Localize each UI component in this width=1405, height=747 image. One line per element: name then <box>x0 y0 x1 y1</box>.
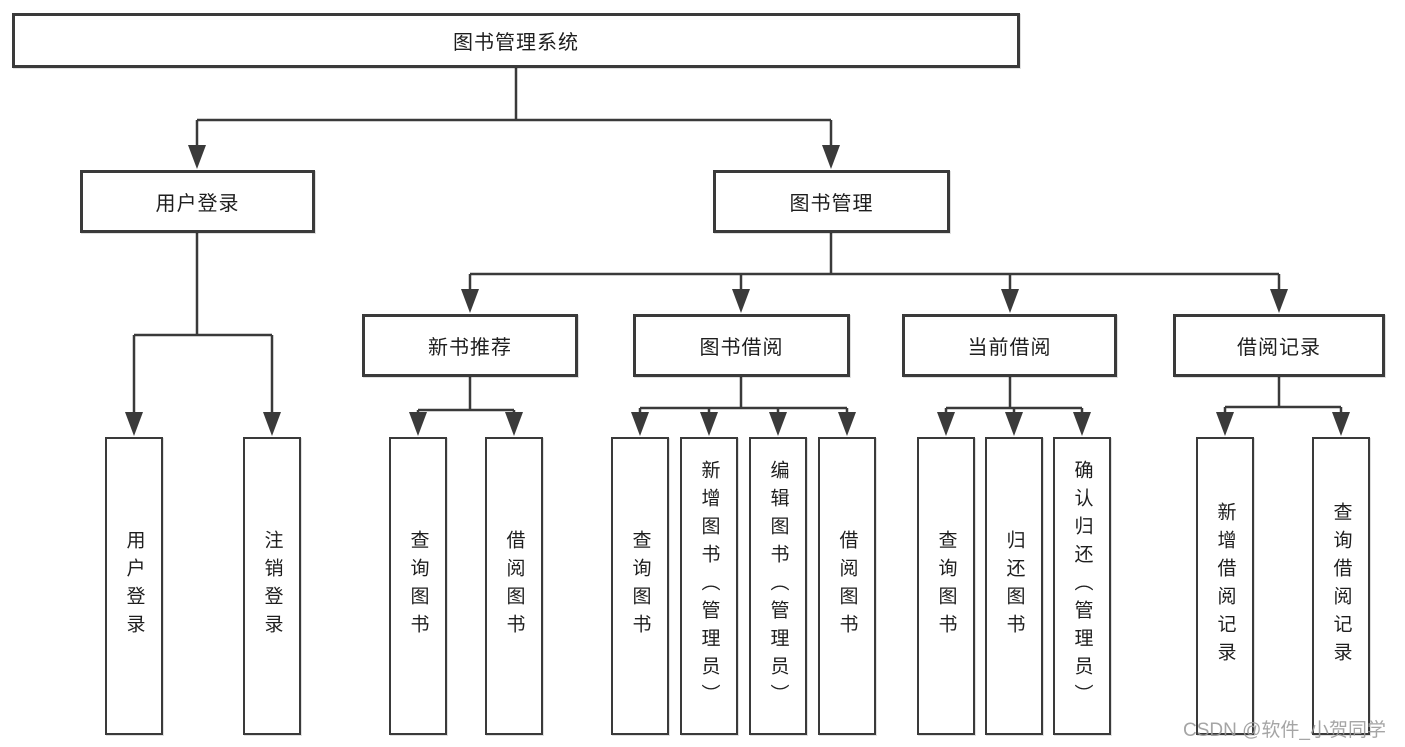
csdn-watermark: CSDN @软件_小贺同学 <box>1183 720 1386 741</box>
leaf-records-query-record: 查询借阅记录 <box>1312 437 1370 735</box>
leaf-recommend-query-book: 查询图书 <box>389 437 447 735</box>
node-user-login: 用户登录 <box>80 170 315 233</box>
node-borrowing-records: 借阅记录 <box>1173 314 1385 377</box>
node-new-book-recommend: 新书推荐 <box>362 314 578 377</box>
node-book-management: 图书管理 <box>713 170 950 233</box>
connector-book-mgmt-to-level3 <box>461 233 1288 313</box>
leaf-current-return-book: 归还图书 <box>985 437 1043 735</box>
leaf-current-confirm-return-admin: 确认归还（管理员） <box>1053 437 1111 735</box>
leaf-borrowing-query-book: 查询图书 <box>611 437 669 735</box>
node-current-borrowing: 当前借阅 <box>902 314 1117 377</box>
connector-user-login-to-children <box>125 233 281 436</box>
leaf-current-query-book: 查询图书 <box>917 437 975 735</box>
leaf-borrowing-add-book-admin: 新增图书（管理员） <box>680 437 738 735</box>
leaf-records-add-record: 新增借阅记录 <box>1196 437 1254 735</box>
leaf-borrowing-edit-book-admin: 编辑图书（管理员） <box>749 437 807 735</box>
connector-new-book-rec-to-children <box>409 377 523 436</box>
leaf-logout: 注销登录 <box>243 437 301 735</box>
node-book-borrowing: 图书借阅 <box>633 314 850 377</box>
node-root-system: 图书管理系统 <box>12 13 1020 68</box>
connector-borrow-records-to-children <box>1216 377 1350 436</box>
leaf-borrowing-borrow-book: 借阅图书 <box>818 437 876 735</box>
connector-book-borrow-to-children <box>631 377 856 436</box>
leaf-recommend-borrow-book: 借阅图书 <box>485 437 543 735</box>
leaf-user-login: 用户登录 <box>105 437 163 735</box>
connector-root-to-level2 <box>188 68 840 169</box>
connector-current-borrow-to-children <box>937 377 1091 436</box>
